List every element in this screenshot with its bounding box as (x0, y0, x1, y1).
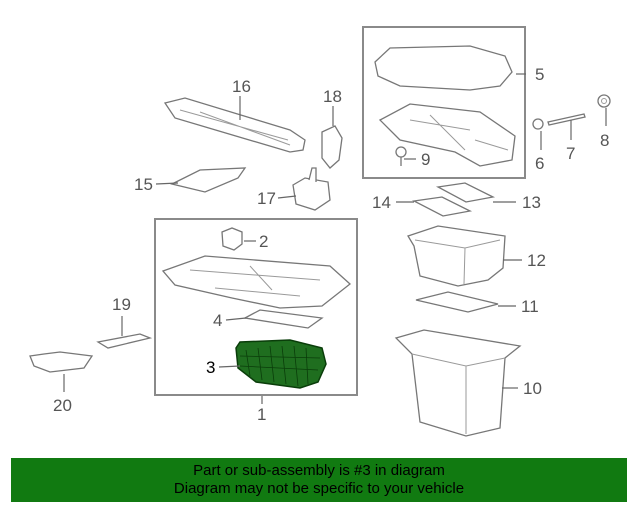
part-4-gasket[interactable] (242, 309, 324, 329)
console-base-frame (154, 218, 358, 396)
callout-10: 10 (523, 379, 542, 398)
part-15-trim-plate[interactable] (170, 167, 247, 193)
callout-12: 12 (527, 251, 546, 270)
part-16-trim-panel[interactable] (163, 97, 306, 153)
banner-line-1: Part or sub-assembly is #3 in diagram (193, 462, 445, 479)
callout-2: 2 (259, 232, 268, 251)
callout-7: 7 (566, 144, 575, 163)
part-5-armrest-lid[interactable] (374, 45, 513, 91)
part-11-mat[interactable] (415, 291, 499, 313)
callout-15: 15 (134, 175, 153, 194)
lid-assembly-frame (362, 26, 526, 179)
callout-19: 19 (112, 295, 131, 314)
part-3-storage-bin[interactable] (235, 339, 327, 389)
callout-3: 3 (206, 358, 215, 377)
callout-16: 16 (232, 77, 251, 96)
part-info-banner: Part or sub-assembly is #3 in diagram Di… (11, 458, 627, 502)
part-13-mat[interactable] (435, 182, 496, 203)
callout-1: 1 (257, 405, 266, 424)
callout-9: 9 (421, 150, 430, 169)
callout-20: 20 (53, 396, 72, 415)
part-12-cup-tray[interactable] (407, 225, 506, 287)
leader-lines (63, 73, 607, 404)
callout-18: 18 (323, 87, 342, 106)
callout-11: 11 (521, 297, 539, 316)
callout-13: 13 (522, 193, 541, 212)
part-17-shifter[interactable] (292, 167, 331, 211)
part-7-pin[interactable] (547, 113, 586, 126)
part-19-bracket[interactable] (96, 333, 153, 349)
part-5-lid-hinge[interactable] (378, 103, 516, 167)
part-14-mat[interactable] (411, 196, 473, 217)
callout-17: 17 (257, 189, 276, 208)
part-18-shift-knob[interactable] (321, 125, 343, 169)
part-10-console-housing[interactable] (394, 329, 522, 437)
part-1-console-base[interactable] (161, 255, 352, 309)
banner-line-2: Diagram may not be specific to your vehi… (173, 480, 465, 497)
callout-4: 4 (213, 311, 222, 330)
part-20-mount-bracket[interactable] (29, 351, 94, 373)
part-8-nut[interactable] (597, 94, 611, 108)
callout-5: 5 (535, 65, 544, 84)
parts-diagram: 16 18 15 17 2 4 3 1 19 20 5 6 7 8 9 13 1… (29, 26, 611, 437)
part-2-switch[interactable] (221, 227, 243, 251)
callout-14: 14 (372, 193, 391, 212)
part-9-screw[interactable] (395, 146, 407, 166)
callout-8: 8 (600, 131, 609, 150)
callout-6: 6 (535, 154, 544, 173)
part-6-bushing[interactable] (532, 118, 544, 130)
